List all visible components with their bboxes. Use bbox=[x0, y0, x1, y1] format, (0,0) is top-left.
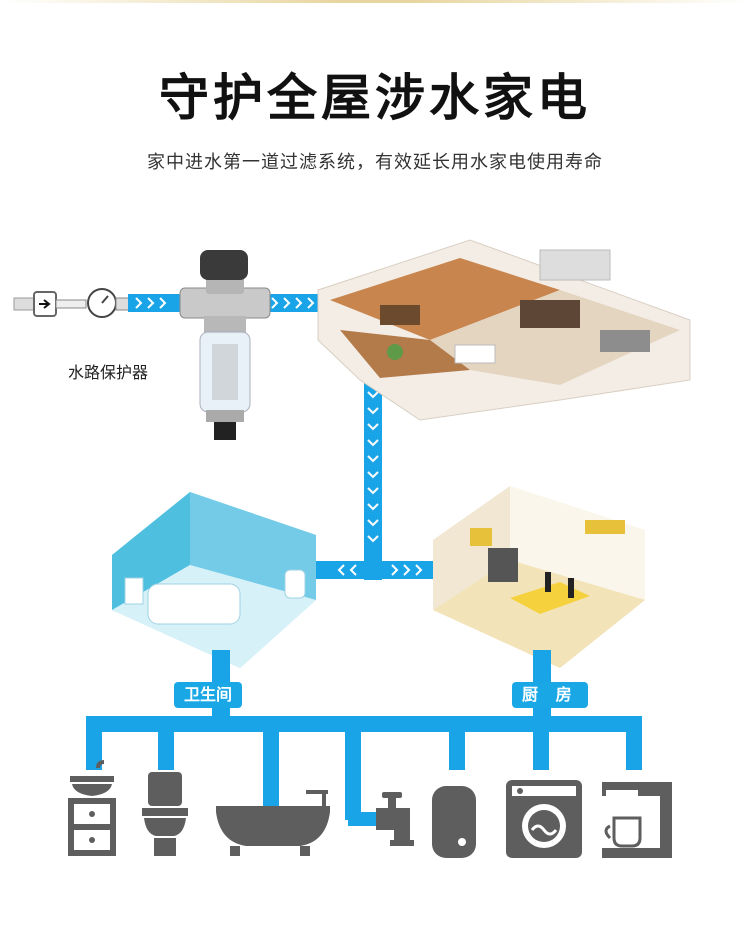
whole-house-illustration bbox=[317, 239, 691, 421]
inlet-pipe bbox=[128, 294, 334, 312]
kitchen-drop-pipe bbox=[533, 650, 551, 686]
kitchen-tag: 厨 房 bbox=[512, 682, 588, 708]
washbasin-cabinet-icon bbox=[68, 760, 116, 856]
top-accent-line bbox=[0, 0, 750, 3]
page-title: 守护全屋涉水家电 bbox=[159, 69, 591, 127]
kitchen-illustration bbox=[433, 486, 645, 668]
toilet-icon bbox=[142, 772, 188, 856]
water-protector-label: 水路保护器 bbox=[68, 363, 149, 382]
bathroom-illustration bbox=[112, 492, 316, 668]
washing-machine-icon bbox=[506, 780, 582, 858]
faucet-icon bbox=[376, 792, 414, 846]
page-subtitle: 家中进水第一道过滤系统，有效延长用水家电使用寿命 bbox=[147, 152, 603, 173]
bathroom-tag: 卫生间 bbox=[174, 682, 243, 708]
pipe-arrows bbox=[135, 297, 423, 576]
distribution-pipe-network bbox=[86, 706, 642, 826]
water-meter-icon bbox=[13, 288, 131, 318]
bathroom-drop-pipe bbox=[212, 650, 230, 686]
water-heater-icon bbox=[432, 786, 476, 858]
riser-pipe bbox=[316, 380, 436, 580]
bathtub-icon bbox=[216, 790, 330, 856]
coffee-machine-icon bbox=[602, 782, 672, 858]
water-protector-filter bbox=[179, 250, 271, 440]
